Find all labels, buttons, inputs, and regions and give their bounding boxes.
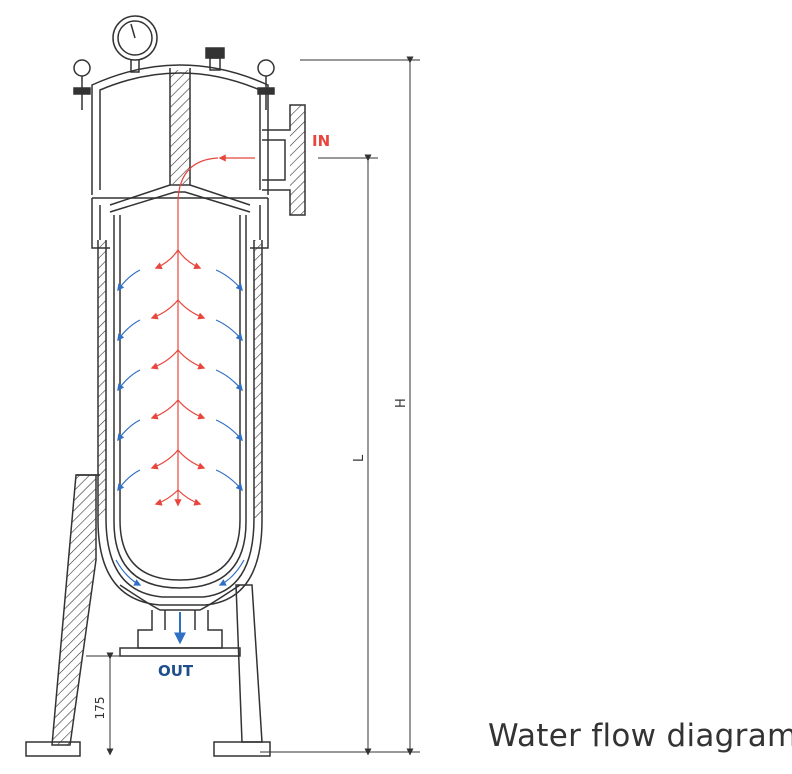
left-foot: [25, 741, 81, 757]
vent-valve-icon: [205, 47, 225, 71]
outflow-arrows: [115, 269, 245, 645]
filter-bag: [119, 215, 241, 581]
dimension-H-label: H: [394, 398, 409, 408]
inlet-label: IN: [312, 132, 330, 150]
left-leg: [51, 474, 97, 746]
dimension-lines: [86, 56, 420, 756]
diagram-caption: Water flow diagram: [488, 718, 792, 754]
dimension-175-label: 175: [93, 697, 107, 720]
support-legs: [25, 474, 271, 757]
vessel: [91, 64, 306, 657]
right-foot: [213, 741, 271, 757]
outer-shell: [97, 240, 263, 606]
inflow-arrows: [150, 154, 255, 507]
pressure-gauge-icon: [112, 15, 158, 73]
dimension-L-label: L: [352, 454, 367, 462]
right-leg: [235, 584, 263, 743]
eye-bolt-icon: [73, 59, 275, 110]
outlet-label: OUT: [158, 662, 194, 680]
upper-lid: [91, 64, 269, 195]
